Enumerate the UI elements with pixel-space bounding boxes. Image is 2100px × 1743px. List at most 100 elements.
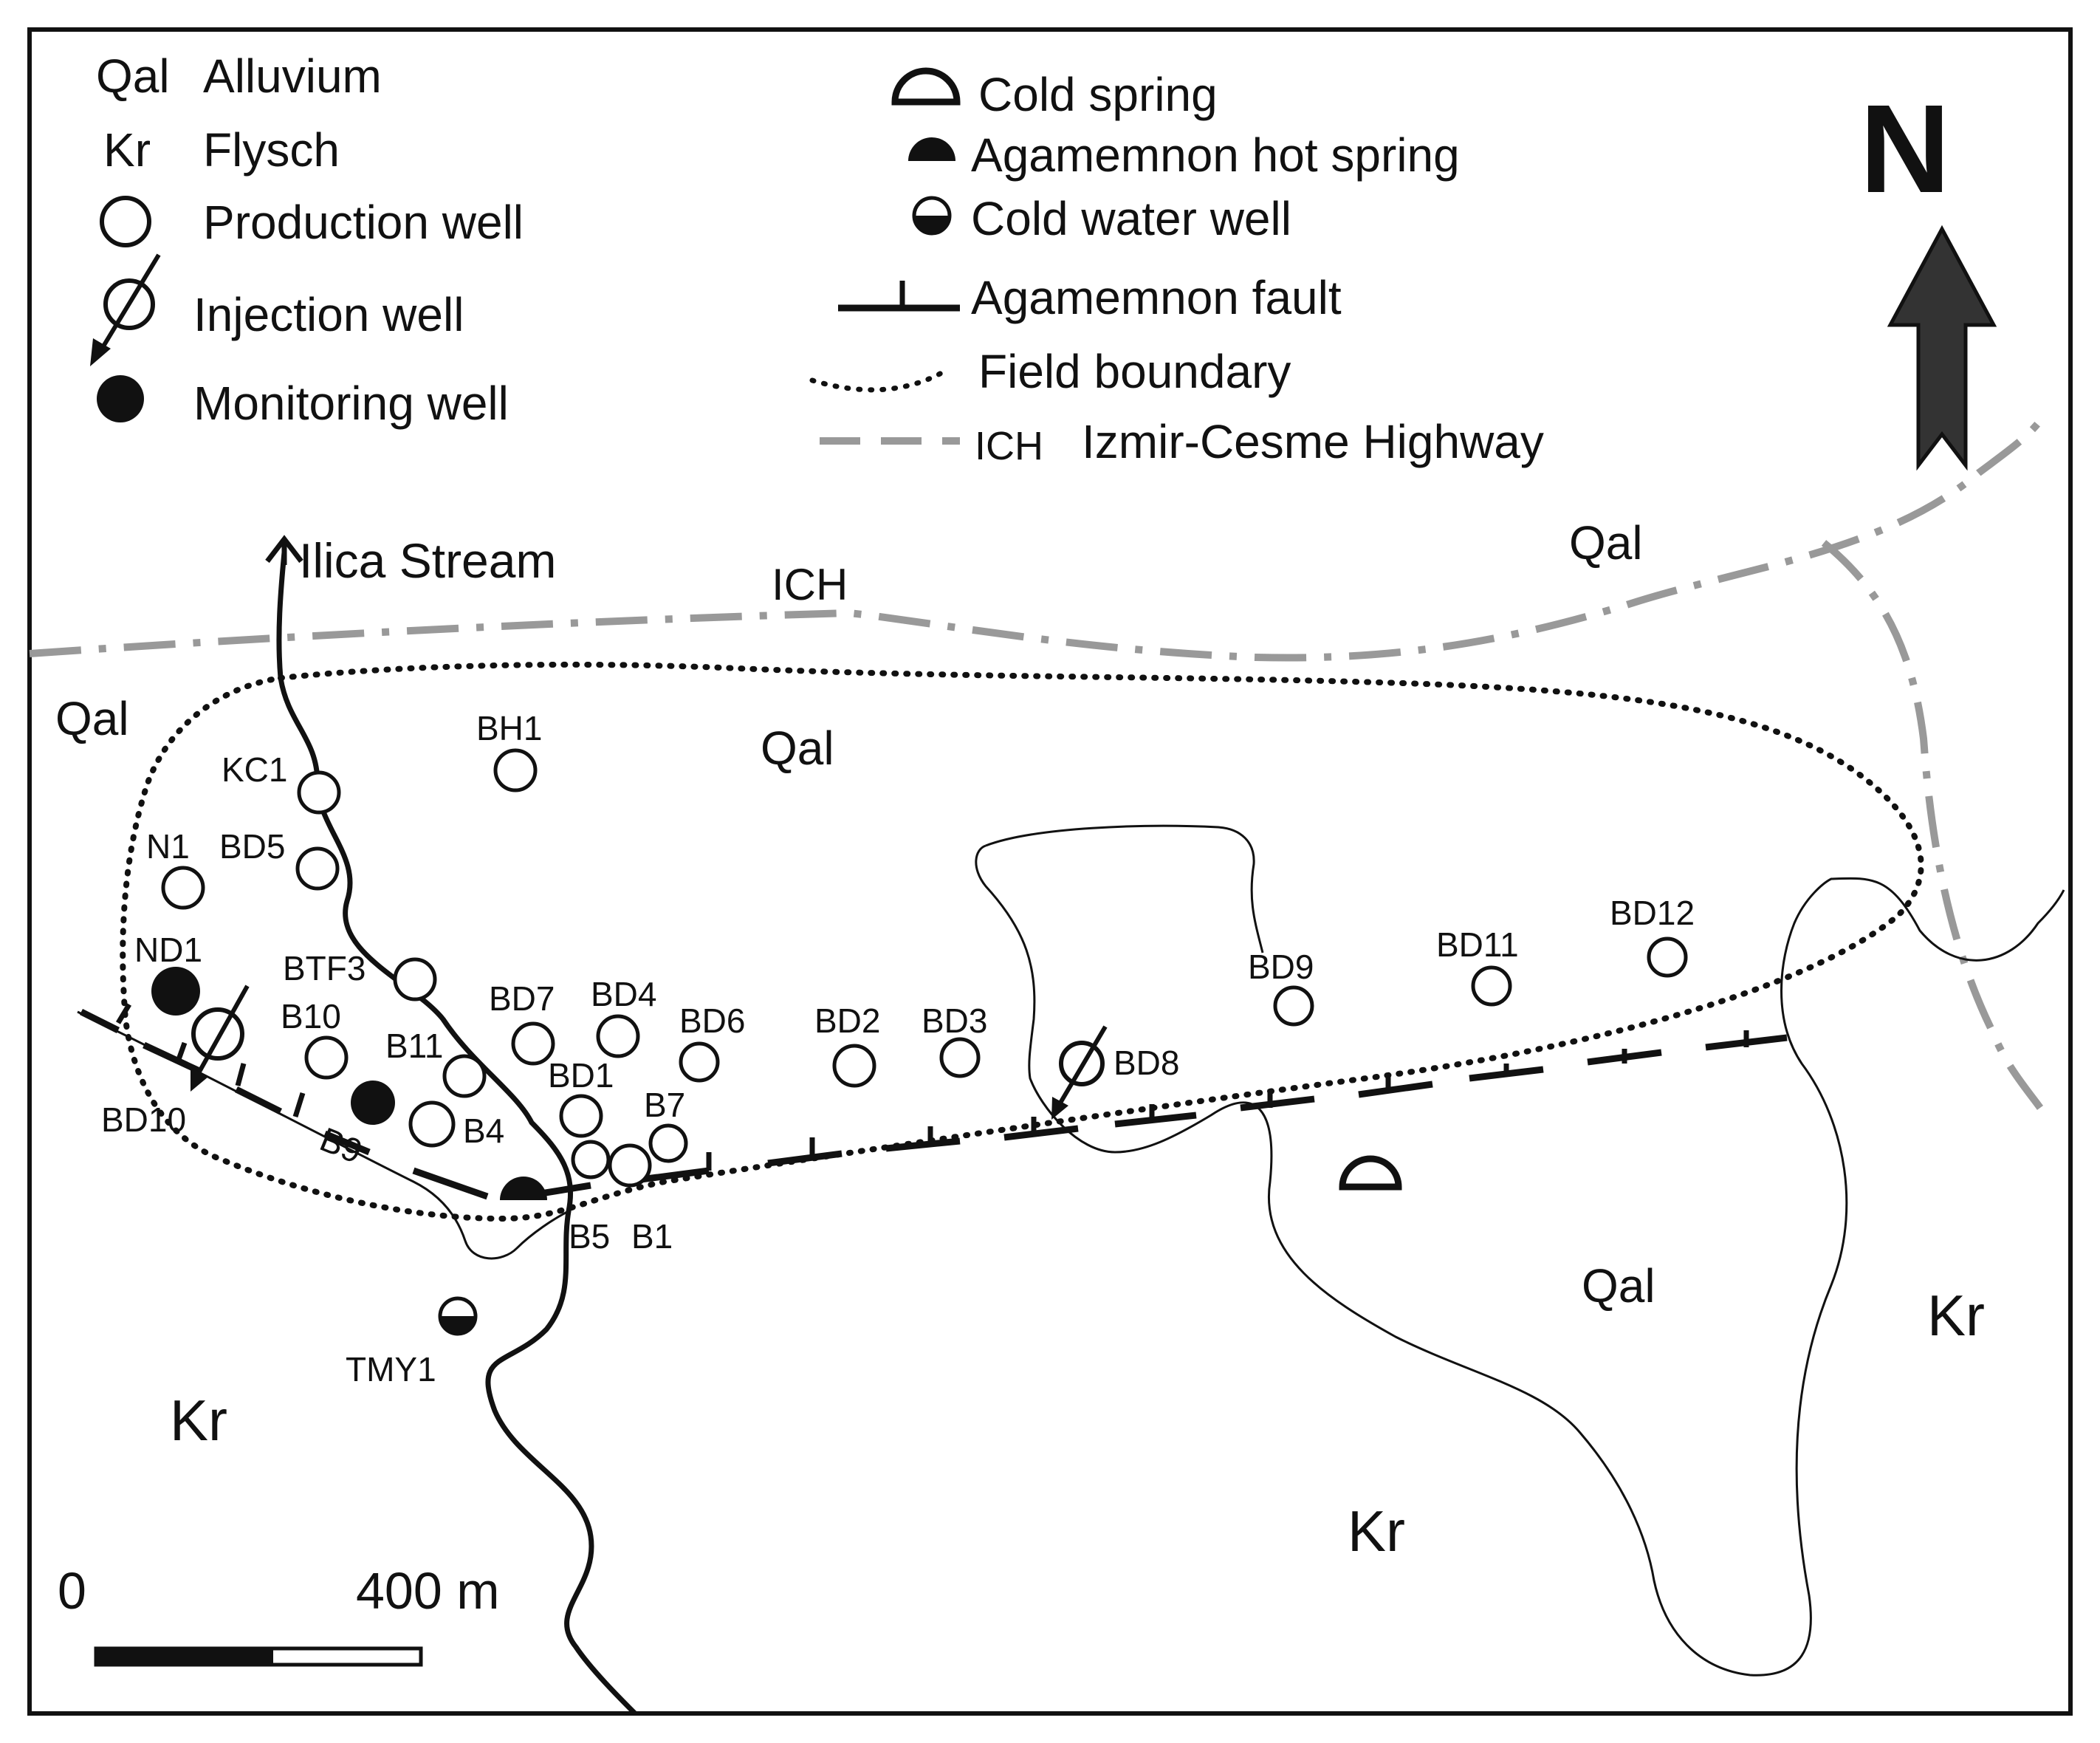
production-well-icon [100, 196, 151, 247]
hot-spring-icon [908, 137, 955, 161]
production-well-bd12 [1647, 936, 1688, 978]
production-well-b11 [442, 1054, 487, 1098]
label-b4: B4 [463, 1112, 504, 1150]
production-well-b10 [304, 1035, 349, 1080]
label-bd12: BD12 [1610, 894, 1695, 932]
production-well-bd1 [559, 1094, 603, 1138]
monitoring-well-nd1 [151, 967, 200, 1016]
cold-water-well-marker [438, 1296, 478, 1336]
legend-hot-spring: Agamemnon hot spring [971, 129, 1460, 182]
production-well-n1 [161, 866, 205, 910]
monitoring-wells [151, 967, 395, 1125]
production-well-btf3 [393, 957, 437, 1001]
label-b10: B10 [281, 997, 341, 1035]
label-n1: N1 [146, 827, 190, 866]
production-well-b1 [608, 1143, 652, 1188]
legend-highway-label: Izmir-Cesme Highway [1082, 415, 1544, 468]
highway-branch-line [1821, 540, 2049, 1117]
label-bd2: BD2 [814, 1001, 880, 1040]
north-arrow-icon [1887, 225, 1997, 471]
geology-label-kr-s: Kr [1348, 1499, 1405, 1564]
label-bd6: BD6 [679, 1001, 745, 1040]
label-bd4: BD4 [591, 975, 656, 1013]
legend-production-well: Production well [203, 196, 524, 249]
label-kc1: KC1 [222, 750, 287, 789]
label-bd7: BD7 [489, 979, 555, 1018]
cold-spring-marker [1339, 1155, 1402, 1191]
label-bh1: BH1 [476, 709, 542, 747]
scale-bar-end: 400 m [356, 1562, 500, 1620]
label-bd9: BD9 [1248, 948, 1314, 986]
legend-injection-well: Injection well [193, 288, 464, 341]
stream-label: Ilica Stream [299, 533, 556, 588]
injection-well-icon [90, 253, 161, 366]
production-wells [161, 748, 1688, 1188]
legend-monitoring-well: Monitoring well [193, 377, 509, 430]
alluvium-contact-line-west [77, 1010, 569, 1260]
production-well-bd5 [295, 846, 340, 891]
north-arrow-letter: N [1860, 79, 1951, 219]
production-well-bd7 [511, 1021, 555, 1066]
label-bd8: BD8 [1114, 1044, 1179, 1082]
injection-well-bd10 [191, 984, 250, 1092]
geology-label-qal-c: Qal [761, 722, 834, 775]
production-well-b7 [648, 1123, 688, 1163]
legend-cold-spring: Cold spring [978, 68, 1218, 121]
label-b1: B1 [631, 1217, 673, 1256]
legend-highway-code: ICH [975, 424, 1043, 468]
field-boundary-line [120, 661, 1924, 1222]
well-labels: KC1 BH1 N1 BD5 BTF3 B10 B11 BD7 BD4 BD6 … [101, 709, 1695, 1388]
highway-line [29, 411, 2049, 662]
injection-well-bd8 [1051, 1025, 1108, 1120]
geology-label-qal-w: Qal [55, 692, 129, 745]
production-well-bd2 [832, 1044, 876, 1088]
label-b9: B9 [315, 1120, 368, 1171]
highway-map-label: ICH [772, 560, 848, 609]
north-arrow: N [1860, 79, 1997, 471]
legend-kr-code: Kr [103, 123, 151, 177]
legend-qal-label: Alluvium [203, 49, 382, 103]
production-well-kc1 [297, 770, 341, 815]
production-well-b5 [571, 1140, 611, 1179]
production-well-bd6 [679, 1041, 720, 1083]
label-b7: B7 [644, 1086, 685, 1124]
label-b11: B11 [385, 1027, 443, 1065]
label-bd10: BD10 [101, 1100, 186, 1139]
legend-qal-code: Qal [96, 49, 170, 103]
label-b5: B5 [569, 1217, 610, 1256]
legend: Qal Alluvium Kr Flysch Production well I… [90, 49, 1544, 468]
production-well-bd4 [596, 1014, 640, 1058]
legend-field-boundary: Field boundary [978, 345, 1291, 398]
production-well-bd9 [1273, 985, 1314, 1027]
production-well-b4 [408, 1100, 456, 1148]
field-boundary-icon [809, 370, 944, 393]
label-bd1: BD1 [548, 1056, 614, 1095]
alluvium-contact-line [975, 844, 2065, 1677]
scale-bar-start: 0 [58, 1562, 86, 1620]
legend-fault: Agamemnon fault [971, 271, 1342, 324]
label-bd3: BD3 [922, 1001, 987, 1040]
monitoring-well-b9 [351, 1081, 395, 1125]
label-btf3: BTF3 [283, 949, 366, 987]
cold-spring-icon [891, 67, 961, 106]
geology-label-kr-e: Kr [1927, 1283, 1985, 1348]
alluvium-contact-line-top [985, 824, 1264, 953]
label-bd11: BD11 [1436, 925, 1519, 964]
production-well-bd3 [939, 1037, 981, 1078]
geology-labels: ICH Qal Qal Qal Qal Kr Kr Kr [55, 516, 1985, 1564]
map-frame [27, 27, 2073, 1716]
scale-bar: 0 400 m [58, 1562, 500, 1667]
monitoring-well-icon [97, 375, 144, 422]
hot-spring-marker [500, 1177, 547, 1200]
production-well-bd11 [1471, 965, 1512, 1007]
label-tmy1: TMY1 [346, 1350, 436, 1388]
agamemnon-fault [79, 1003, 1788, 1200]
production-well-bh1 [493, 748, 538, 792]
label-nd1: ND1 [134, 931, 202, 969]
legend-cold-water-well: Cold water well [971, 192, 1291, 245]
label-bd5: BD5 [219, 827, 285, 866]
cold-water-well-icon [912, 196, 952, 236]
fault-symbol-icon [838, 281, 960, 312]
legend-kr-label: Flysch [203, 123, 340, 177]
